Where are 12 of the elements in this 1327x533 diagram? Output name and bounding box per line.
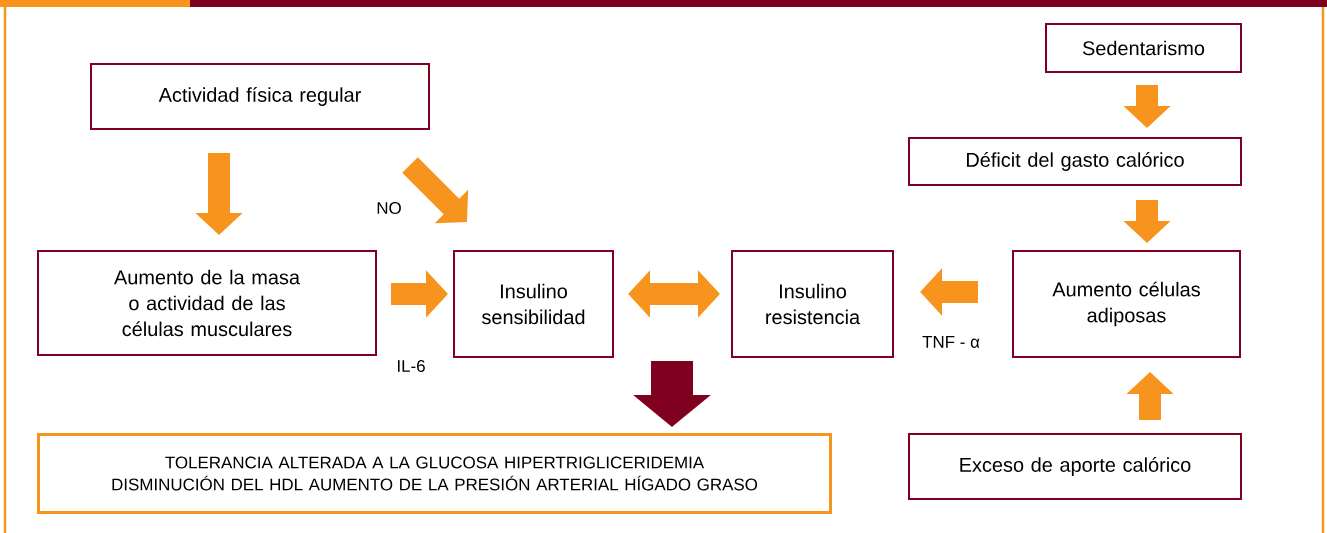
text-box: Actividad física regular — [90, 63, 430, 130]
text-box: Insulino sensibilidad — [453, 250, 614, 358]
text-box: Insulino resistencia — [731, 250, 894, 358]
edge-label: TNF - α — [922, 336, 980, 348]
text-box: Sedentarismo — [1045, 23, 1242, 73]
edge-label: IL-6 — [398, 360, 425, 372]
text-box: TOLERANCIA ALTERADA A LA GLUCOSA HIPERTRIGLICERIDEMIA DISMINUCIÓN DEL HDL AUMENTO DE LA PRESIÓN ARTERIAL HÍGADO GRASO — [37, 433, 832, 514]
text-box: Aumento células adiposas — [1012, 250, 1241, 358]
text-box: Exceso de aporte calórico — [908, 433, 1242, 500]
text-box: Déficit del gasto calórico — [908, 137, 1242, 186]
text-box: Aumento de la masa o actividad de las células musculares — [37, 250, 377, 356]
edge-label: NO — [377, 202, 401, 214]
